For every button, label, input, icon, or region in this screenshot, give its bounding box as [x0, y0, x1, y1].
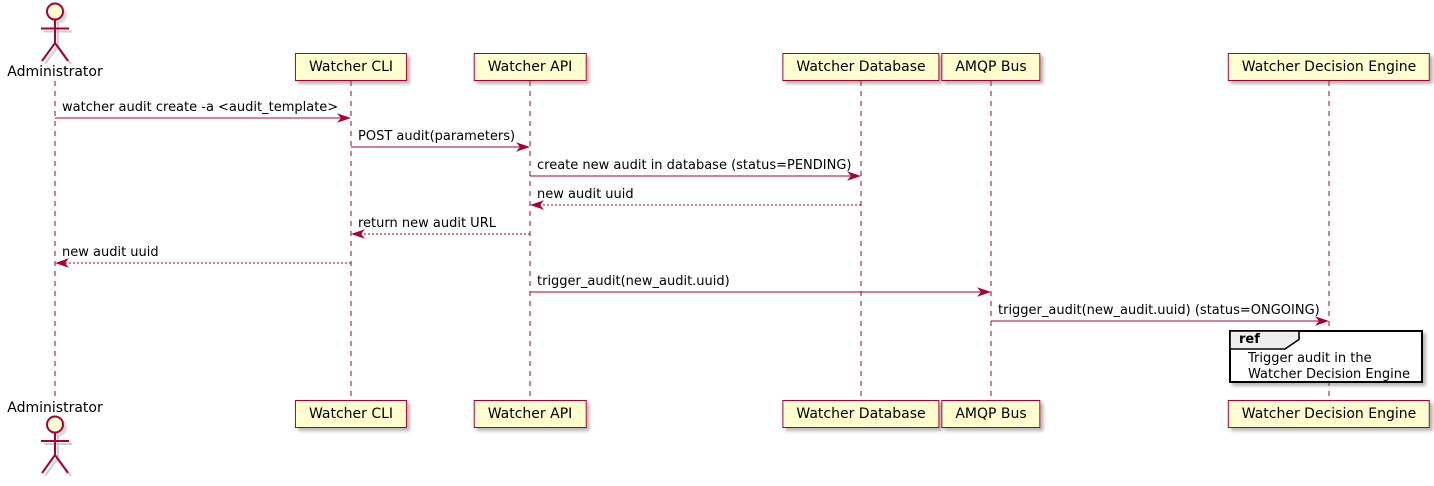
ref-content-line-2: Watcher Decision Engine [1248, 367, 1410, 382]
message-arrow-6 [55, 258, 351, 268]
message-arrow-1 [55, 113, 351, 123]
message-label-1: watcher audit create -a <audit_template> [62, 100, 339, 115]
participant-box-watcher-cli-top: Watcher CLI [294, 53, 408, 81]
message-label-2: POST audit(parameters) [358, 129, 516, 144]
ref-fragment: ref Trigger audit in the Watcher Decisio… [1229, 330, 1423, 383]
participant-box-watcher-api-bottom: Watcher API [473, 400, 587, 428]
actor-figure-bottom [41, 415, 72, 477]
ref-tag: ref [1230, 331, 1300, 350]
participant-box-watcher-database-top: Watcher Database [782, 53, 940, 81]
message-label-4: new audit uuid [537, 187, 634, 202]
message-label-5: return new audit URL [358, 216, 496, 231]
participant-box-watcher-database-bottom: Watcher Database [782, 400, 940, 428]
ref-tag-shape [1230, 331, 1300, 350]
message-label-6: new audit uuid [62, 245, 159, 260]
ref-content: Trigger audit in the Watcher Decision En… [1248, 351, 1410, 383]
message-arrow-2 [351, 142, 530, 152]
participant-box-watcher-decision-engine-top: Watcher Decision Engine [1227, 53, 1431, 81]
actor-label-administrator-bottom: Administrator [7, 400, 103, 416]
participant-box-watcher-cli-bottom: Watcher CLI [294, 400, 408, 428]
actor-figure-top [41, 2, 72, 65]
message-label-7: trigger_audit(new_audit.uuid) [537, 274, 730, 289]
message-arrow-5 [351, 229, 530, 239]
actor-label-administrator-top: Administrator [7, 64, 103, 80]
message-arrow-4 [530, 200, 861, 210]
message-arrow-7 [530, 287, 991, 297]
ref-tag-label: ref [1239, 332, 1260, 347]
message-label-8: trigger_audit(new_audit.uuid) (status=ON… [998, 303, 1320, 318]
participant-box-amqp-bus-top: AMQP Bus [941, 53, 1041, 81]
message-label-3: create new audit in database (status=PEN… [537, 158, 852, 173]
participant-box-watcher-api-top: Watcher API [473, 53, 587, 81]
ref-content-line-1: Trigger audit in the [1248, 351, 1372, 366]
participant-box-watcher-decision-engine-bottom: Watcher Decision Engine [1227, 400, 1431, 428]
participant-box-amqp-bus-bottom: AMQP Bus [941, 400, 1041, 428]
message-arrow-3 [530, 171, 861, 181]
message-arrow-8 [991, 316, 1329, 326]
